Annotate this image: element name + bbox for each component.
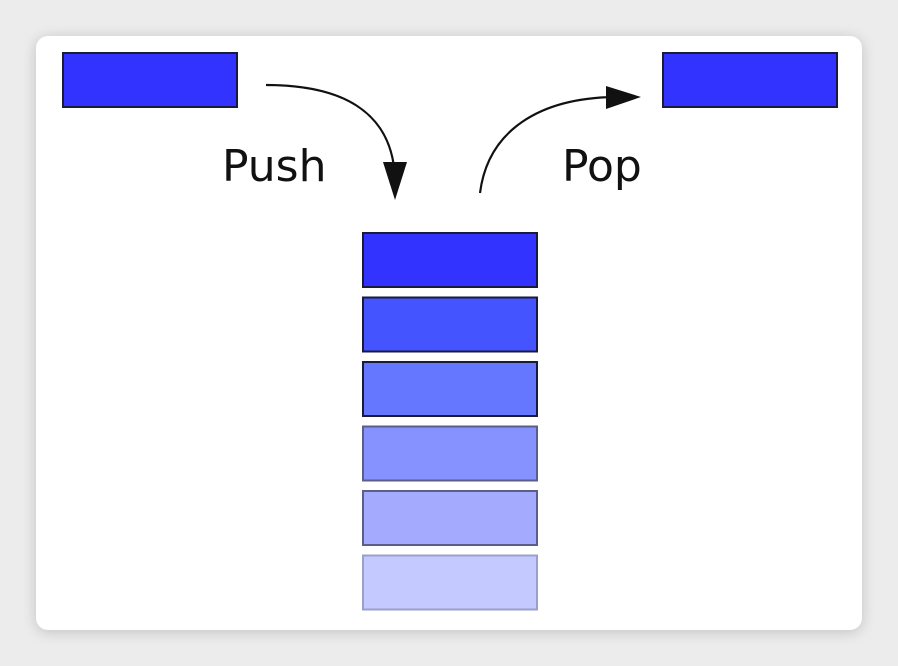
stack-layer-2 xyxy=(362,296,538,353)
push-item-block xyxy=(62,52,238,108)
pop-arrowhead xyxy=(606,86,641,109)
stack-layer-4 xyxy=(362,425,538,482)
stack-layer-3 xyxy=(362,361,538,417)
pop-item-block xyxy=(662,52,838,108)
push-arrowhead xyxy=(383,162,407,200)
stack-layer-6 xyxy=(362,554,538,611)
stack-layer-5 xyxy=(362,490,538,546)
pop-arrow xyxy=(478,95,616,194)
stack-layer-1 xyxy=(362,232,538,288)
stack xyxy=(362,232,538,611)
push-label: Push xyxy=(222,141,326,192)
pop-label: Pop xyxy=(562,141,642,192)
push-arrow xyxy=(265,83,397,179)
